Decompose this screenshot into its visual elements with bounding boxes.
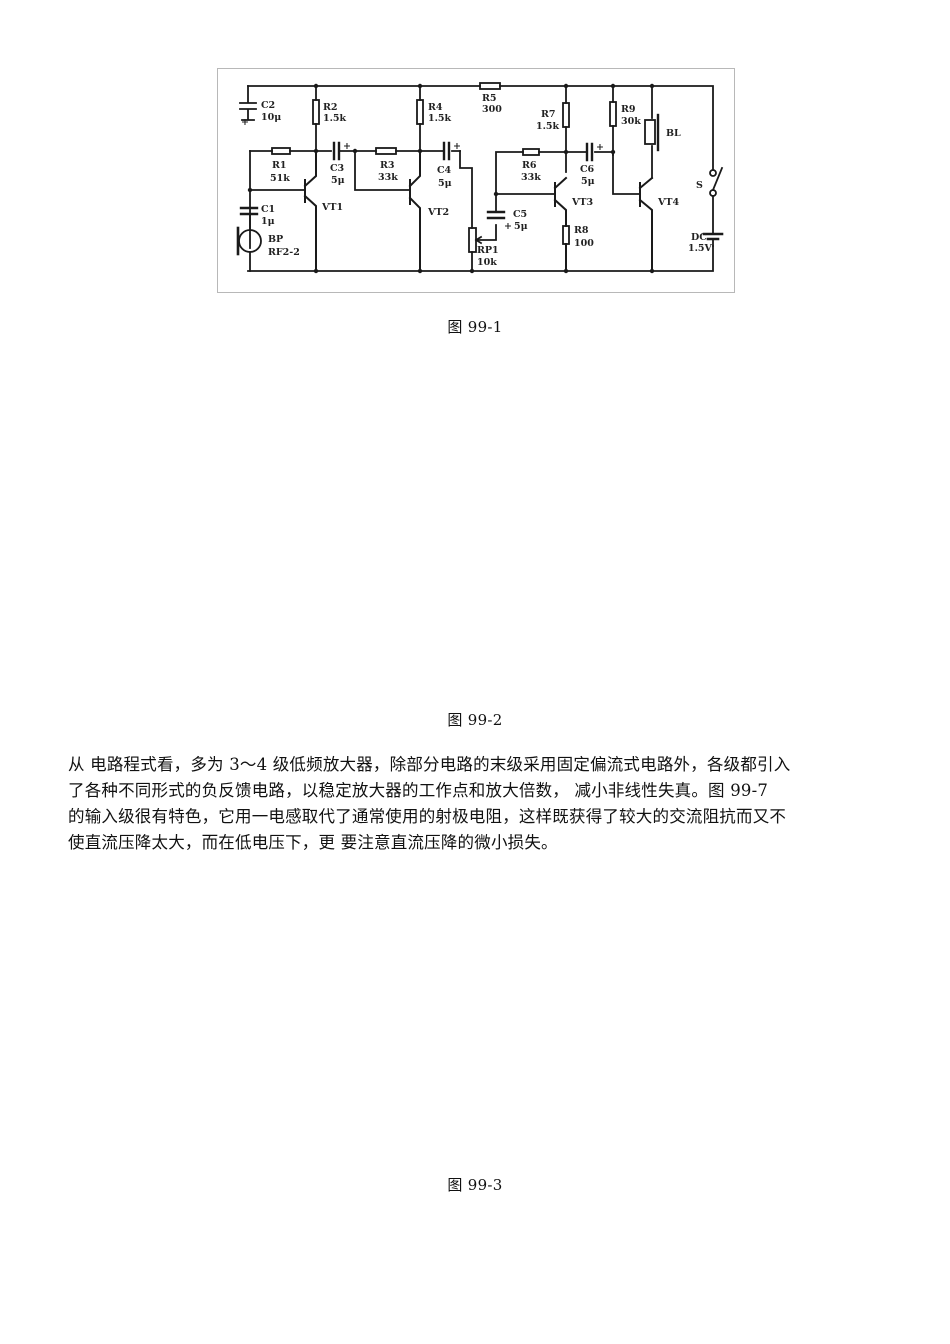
polarity-mark: + — [241, 117, 249, 128]
r2-value: 1.5k — [323, 113, 347, 124]
paragraph-line: 了各种不同形式的负反馈电路，以稳定放大器的工作点和放大倍数， 减小非线性失真。图… — [68, 781, 769, 800]
vt2-transistor — [408, 150, 421, 272]
r8-value: 100 — [574, 238, 594, 249]
bl-label: BL — [666, 128, 681, 139]
vt4-label: VT4 — [657, 197, 679, 208]
c3-value: 5μ — [331, 175, 345, 186]
r4-value: 1.5k — [428, 113, 452, 124]
r8-label: R8 — [574, 225, 589, 236]
r1-label: R1 — [272, 160, 287, 171]
c2-label: C2 — [261, 100, 275, 111]
bl-speaker — [644, 119, 656, 145]
paragraph-line: 的输入级很有特色，它用一电感取代了通常使用的射极电阻，这样既获得了较大的交流阻抗… — [68, 807, 787, 826]
dc-label: DC — [691, 232, 707, 243]
paragraph-line: 从 电路程式看，多为 3～4 级低频放大器，除部分电路的末级采用固定偏流式电路外… — [68, 755, 791, 774]
r2-resistor — [312, 99, 320, 125]
c6-capacitor — [585, 142, 594, 162]
r3-label: R3 — [380, 160, 395, 171]
figure-caption-99-3: 图 99-3 — [447, 1176, 503, 1194]
junction-dots — [247, 83, 655, 274]
c6-label: C6 — [580, 164, 595, 175]
bottom-rail-wire — [247, 245, 714, 272]
s-switch — [709, 169, 717, 177]
vt3-label: VT3 — [571, 197, 593, 208]
c1-label: C1 — [261, 204, 275, 215]
c5-value: 5μ — [514, 221, 528, 232]
r9-resistor — [609, 101, 617, 127]
vt4-transistor — [638, 176, 654, 272]
c5-polarity: + — [504, 221, 512, 232]
circuit-figure-99-1: C2 10μ + R2 1.5k R4 1.5k R5 300 R7 1.5k … — [217, 68, 735, 293]
c3-polarity: + — [343, 141, 351, 152]
r1-resistor — [271, 147, 291, 155]
r2-label: R2 — [323, 102, 338, 113]
paragraph-line: 使直流压降太大，而在低电压下，更 要注意直流压降的微小损失。 — [68, 833, 558, 852]
c4-capacitor — [442, 141, 451, 161]
r4-resistor — [416, 99, 424, 125]
r5-resistor — [479, 82, 501, 90]
c4-label: C4 — [437, 165, 452, 176]
circuit-schematic: C2 10μ + R2 1.5k R4 1.5k R5 300 R7 1.5k … — [236, 82, 724, 274]
vt3-transistor — [553, 176, 568, 272]
r3-value: 33k — [378, 172, 398, 183]
bp-label: BP — [268, 234, 283, 245]
r4-label: R4 — [428, 102, 443, 113]
c3-capacitor — [332, 141, 341, 161]
bp-value: RF2-2 — [268, 247, 300, 258]
rp1-potentiometer — [468, 227, 477, 253]
r7-label: R7 — [541, 109, 556, 120]
figure-caption-99-1: 图 99-1 — [447, 318, 503, 336]
vt1-transistor — [303, 150, 317, 272]
c2-capacitor — [239, 85, 257, 121]
vt2-label: VT2 — [427, 207, 449, 218]
r7-resistor — [562, 102, 570, 128]
r5-label: R5 — [482, 93, 497, 104]
r1-value: 51k — [270, 173, 290, 184]
c5-label: C5 — [513, 209, 527, 220]
r9-label: R9 — [621, 104, 636, 115]
c2-value: 10μ — [261, 112, 281, 123]
c1-value: 1μ — [261, 216, 275, 227]
s-label: S — [696, 180, 703, 191]
r9-value: 30k — [621, 116, 641, 127]
top-rail-wire — [247, 85, 714, 171]
c4-polarity: + — [453, 141, 461, 152]
c4-value: 5μ — [438, 178, 452, 189]
rp1-value: 10k — [477, 257, 497, 268]
vt1-label: VT1 — [321, 202, 343, 213]
r8-resistor — [562, 225, 570, 245]
c3-label: C3 — [330, 163, 344, 174]
body-paragraph: 从 电路程式看，多为 3～4 级低频放大器，除部分电路的末级采用固定偏流式电路外… — [68, 752, 888, 856]
r5-value: 300 — [482, 104, 502, 115]
r6-value: 33k — [521, 172, 541, 183]
r3-resistor — [375, 147, 397, 155]
figure-caption-99-2: 图 99-2 — [447, 711, 503, 729]
rp1-label: RP1 — [477, 245, 499, 256]
r7-value: 1.5k — [536, 121, 560, 132]
r6-label: R6 — [522, 160, 537, 171]
c6-value: 5μ — [581, 176, 595, 187]
c6-polarity: + — [596, 142, 604, 153]
c1-capacitor — [239, 206, 259, 216]
dc-value: 1.5V — [688, 243, 713, 254]
r6-resistor — [522, 148, 540, 156]
